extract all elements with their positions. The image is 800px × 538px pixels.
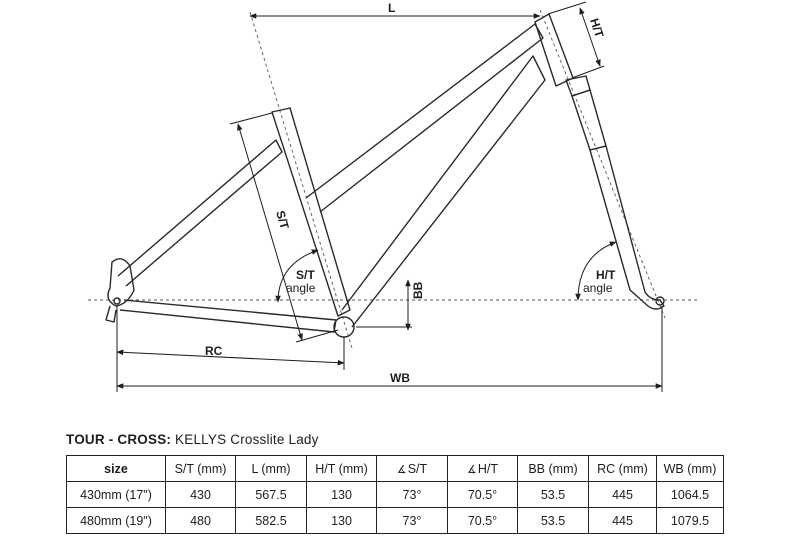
label-HT: H/T: [587, 17, 606, 40]
label-ST: S/T: [273, 209, 292, 231]
geometry-table: size S/T (mm) L (mm) H/T (mm) ∡S/T ∡H/T …: [66, 455, 724, 534]
angle-icon: ∡: [396, 463, 407, 476]
reference-lines: [88, 9, 700, 349]
HT-ext-1: [547, 1, 587, 15]
header-st: S/T (mm): [165, 455, 236, 482]
HT-angle-arc: [575, 241, 617, 301]
cell-st: 480: [165, 507, 236, 534]
RC-dimension: [116, 349, 345, 366]
cell-st: 430: [165, 481, 236, 508]
cell-ht-angle: 70.5°: [447, 507, 518, 534]
ST-ext-1: [229, 112, 273, 125]
table-title-category: TOUR - CROSS:: [66, 432, 172, 447]
cell-wb: 1064.5: [656, 481, 724, 508]
header-wb: WB (mm): [656, 455, 724, 482]
table-title: TOUR - CROSS: KELLYS Crosslite Lady: [66, 432, 319, 447]
ST-angle-arc: [275, 249, 319, 303]
table-title-model: KELLYS Crosslite Lady: [171, 432, 319, 447]
bike-frame: [105, 13, 665, 338]
cell-wb: 1079.5: [656, 507, 724, 534]
front-axle: [655, 296, 665, 306]
header-size: size: [66, 455, 166, 482]
cell-l: 567.5: [235, 481, 307, 508]
label-ST-angle-2: angle: [286, 281, 316, 295]
label-WB: WB: [390, 371, 410, 385]
bike-frame-geometry-diagram: L H/T S/T S/T angle H/T angle BB RC WB: [88, 1, 700, 392]
ST-dimension: [237, 123, 303, 341]
rear-axle: [113, 297, 121, 305]
head-tube: [534, 13, 574, 87]
bottom-bracket: [333, 316, 355, 338]
dimension-lines: [116, 1, 663, 392]
rear-dropout: [107, 258, 135, 307]
cell-bb: 53.5: [517, 507, 589, 534]
header-st-angle: ∡S/T: [376, 455, 448, 482]
label-RC: RC: [205, 344, 223, 358]
fork-lower: [589, 145, 665, 310]
header-ht-angle: ∡H/T: [447, 455, 518, 482]
cell-ht: 130: [306, 481, 377, 508]
head-tube-axis-line: [539, 9, 666, 319]
down-tube: [341, 55, 546, 328]
header-rc: RC (mm): [588, 455, 657, 482]
label-HT-angle-2: angle: [583, 281, 613, 295]
HT-dimension: [579, 7, 601, 67]
seat-tube-axis-line: [249, 11, 353, 349]
fork-upper: [571, 89, 607, 151]
seat-stay: [117, 139, 283, 287]
ST-ext-2: [295, 329, 339, 343]
header-bb: BB (mm): [517, 455, 589, 482]
cell-size: 480mm (19"): [66, 507, 166, 534]
header-l: L (mm): [235, 455, 307, 482]
derailleur-hanger: [105, 305, 117, 323]
header-ht: H/T (mm): [306, 455, 377, 482]
seat-tube: [271, 107, 351, 317]
HT-ext-2: [571, 65, 605, 79]
cell-ht: 130: [306, 507, 377, 534]
cell-ht-angle: 70.5°: [447, 481, 518, 508]
cell-size: 430mm (17"): [66, 481, 166, 508]
table-header-row: size S/T (mm) L (mm) H/T (mm) ∡S/T ∡H/T …: [66, 455, 724, 482]
cell-st-angle: 73°: [376, 481, 448, 508]
cell-bb: 53.5: [517, 481, 589, 508]
table-row: 480mm (19") 480 582.5 130 73° 70.5° 53.5…: [66, 507, 724, 534]
cell-l: 582.5: [235, 507, 307, 534]
cell-st-angle: 73°: [376, 507, 448, 534]
chain-stay: [119, 299, 337, 333]
label-ST-angle-1: S/T: [296, 268, 315, 282]
angle-icon: ∡: [466, 463, 477, 476]
fork-crown: [565, 75, 591, 97]
label-HT-angle-1: H/T: [596, 268, 616, 282]
cell-rc: 445: [588, 507, 657, 534]
label-BB: BB: [411, 281, 425, 299]
table-row: 430mm (17") 430 567.5 130 73° 70.5° 53.5…: [66, 481, 724, 508]
label-L: L: [388, 1, 395, 15]
top-tube: [305, 23, 544, 213]
cell-rc: 445: [588, 481, 657, 508]
